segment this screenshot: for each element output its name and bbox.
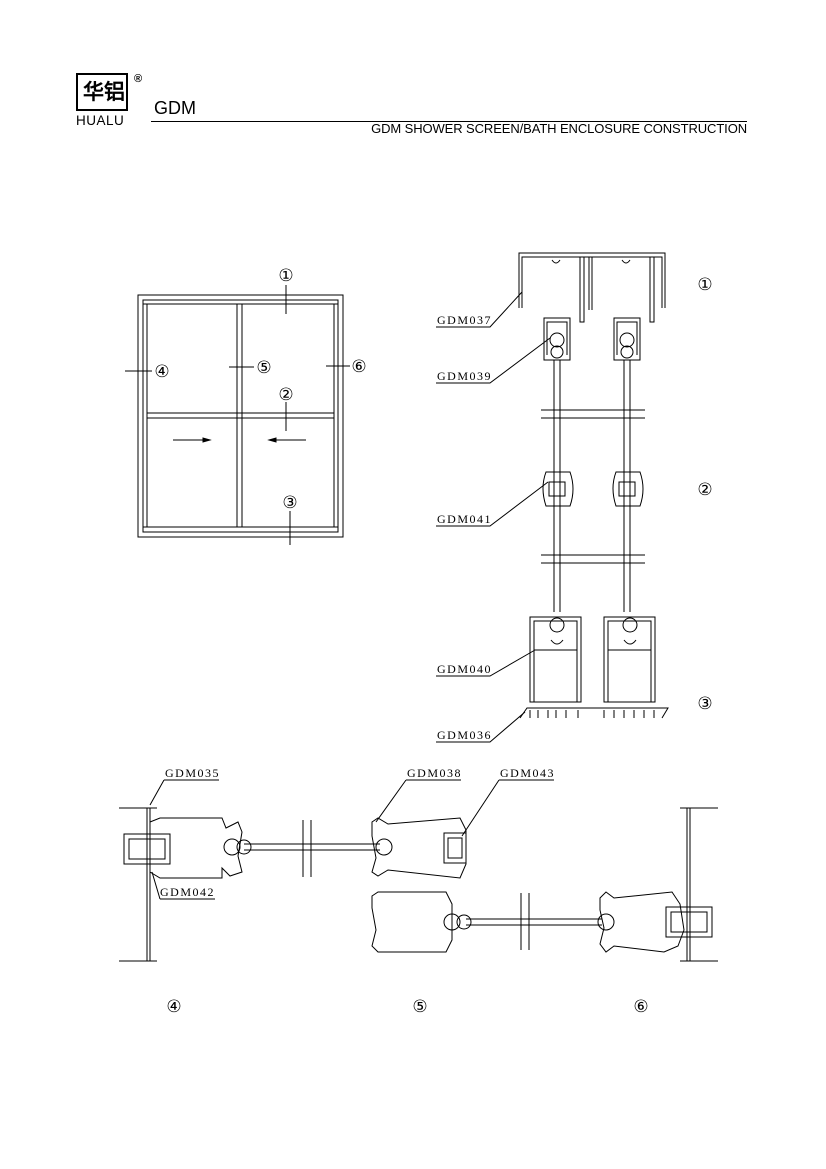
header-rule — [151, 121, 747, 122]
part-gdm038: GDM038 — [407, 766, 462, 780]
marker-6-section: ⑥ — [633, 997, 648, 1016]
marker-5-section: ⑤ — [412, 997, 427, 1016]
logo-chinese-text: 华铝 — [83, 80, 125, 104]
logo-box: 华铝 — [76, 73, 128, 111]
part-gdm035: GDM035 — [165, 766, 220, 780]
logo-english-text: HUALU — [76, 113, 125, 128]
marker-4-section: ④ — [166, 997, 181, 1016]
marker-1-section: ① — [697, 275, 712, 294]
page-subtitle: GDM SHOWER SCREEN/BATH ENCLOSURE CONSTRU… — [371, 121, 747, 136]
marker-2-section: ② — [697, 480, 712, 499]
marker-4-elev: ④ — [154, 362, 169, 381]
marker-2-elev: ② — [278, 385, 293, 404]
hualu-logo: 华铝 ® HUALU — [76, 73, 146, 131]
registered-mark: ® — [134, 73, 143, 85]
marker-3-elev: ③ — [282, 493, 297, 512]
part-gdm039: GDM039 — [437, 369, 492, 383]
part-gdm037: GDM037 — [437, 313, 492, 327]
marker-3-section: ③ — [697, 694, 712, 713]
horizontal-section — [119, 779, 718, 962]
part-gdm042: GDM042 — [160, 885, 215, 899]
marker-6-elev: ⑥ — [351, 357, 366, 376]
part-gdm036: GDM036 — [437, 728, 492, 742]
part-gdm040: GDM040 — [437, 662, 492, 676]
marker-1-elev: ① — [278, 266, 293, 285]
part-gdm043: GDM043 — [500, 766, 555, 780]
elevation-view — [125, 285, 350, 545]
vertical-section — [436, 252, 669, 743]
series-title: GDM — [154, 98, 196, 118]
part-gdm041: GDM041 — [437, 512, 492, 526]
marker-5-elev: ⑤ — [256, 358, 271, 377]
